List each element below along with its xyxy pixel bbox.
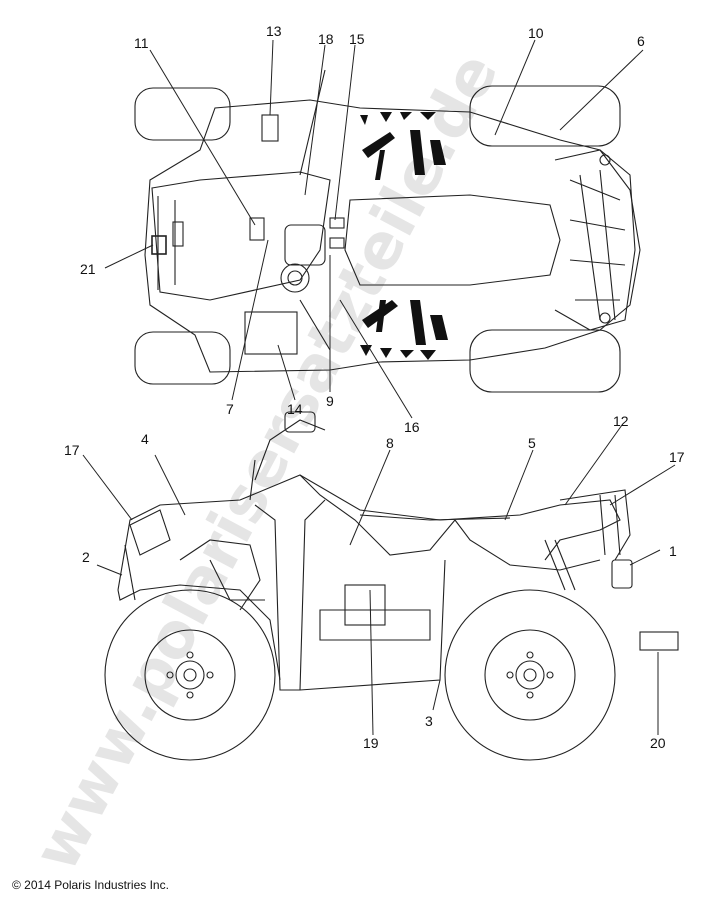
callout-17-front: 17	[64, 442, 80, 458]
leader-lines-top	[104, 39, 644, 419]
copyright-text: © 2014 Polaris Industries Inc.	[12, 878, 169, 892]
callout-12: 12	[613, 413, 629, 429]
leader-lines-side	[82, 424, 676, 736]
decal-20-shape	[639, 631, 679, 651]
side-view-atv	[104, 411, 633, 761]
callout-21: 21	[80, 261, 96, 277]
callout-2: 2	[82, 549, 90, 565]
callout-14: 14	[287, 401, 303, 417]
callout-10: 10	[528, 25, 544, 41]
callout-4: 4	[141, 431, 149, 447]
side-graphics-top	[360, 112, 448, 360]
callout-3: 3	[425, 713, 433, 729]
callout-15: 15	[349, 31, 365, 47]
callout-20: 20	[650, 735, 666, 751]
callout-6: 6	[637, 33, 645, 49]
top-view-atv	[134, 69, 641, 393]
callout-5: 5	[528, 435, 536, 451]
callout-11: 11	[134, 35, 149, 51]
callout-19: 19	[363, 735, 379, 751]
callout-17-rear: 17	[669, 449, 685, 465]
callout-13: 13	[266, 23, 282, 39]
callout-16: 16	[404, 419, 420, 435]
callout-8: 8	[386, 435, 394, 451]
callout-1: 1	[669, 543, 677, 559]
watermark: www.polarisersatzteile.de	[19, 41, 512, 882]
callout-7: 7	[226, 401, 234, 417]
callout-18: 18	[318, 31, 334, 47]
callout-9: 9	[326, 393, 334, 409]
callouts: 13 11 18 15 10 6 21 7 14 9 16 12 17 4 8 …	[64, 23, 685, 751]
